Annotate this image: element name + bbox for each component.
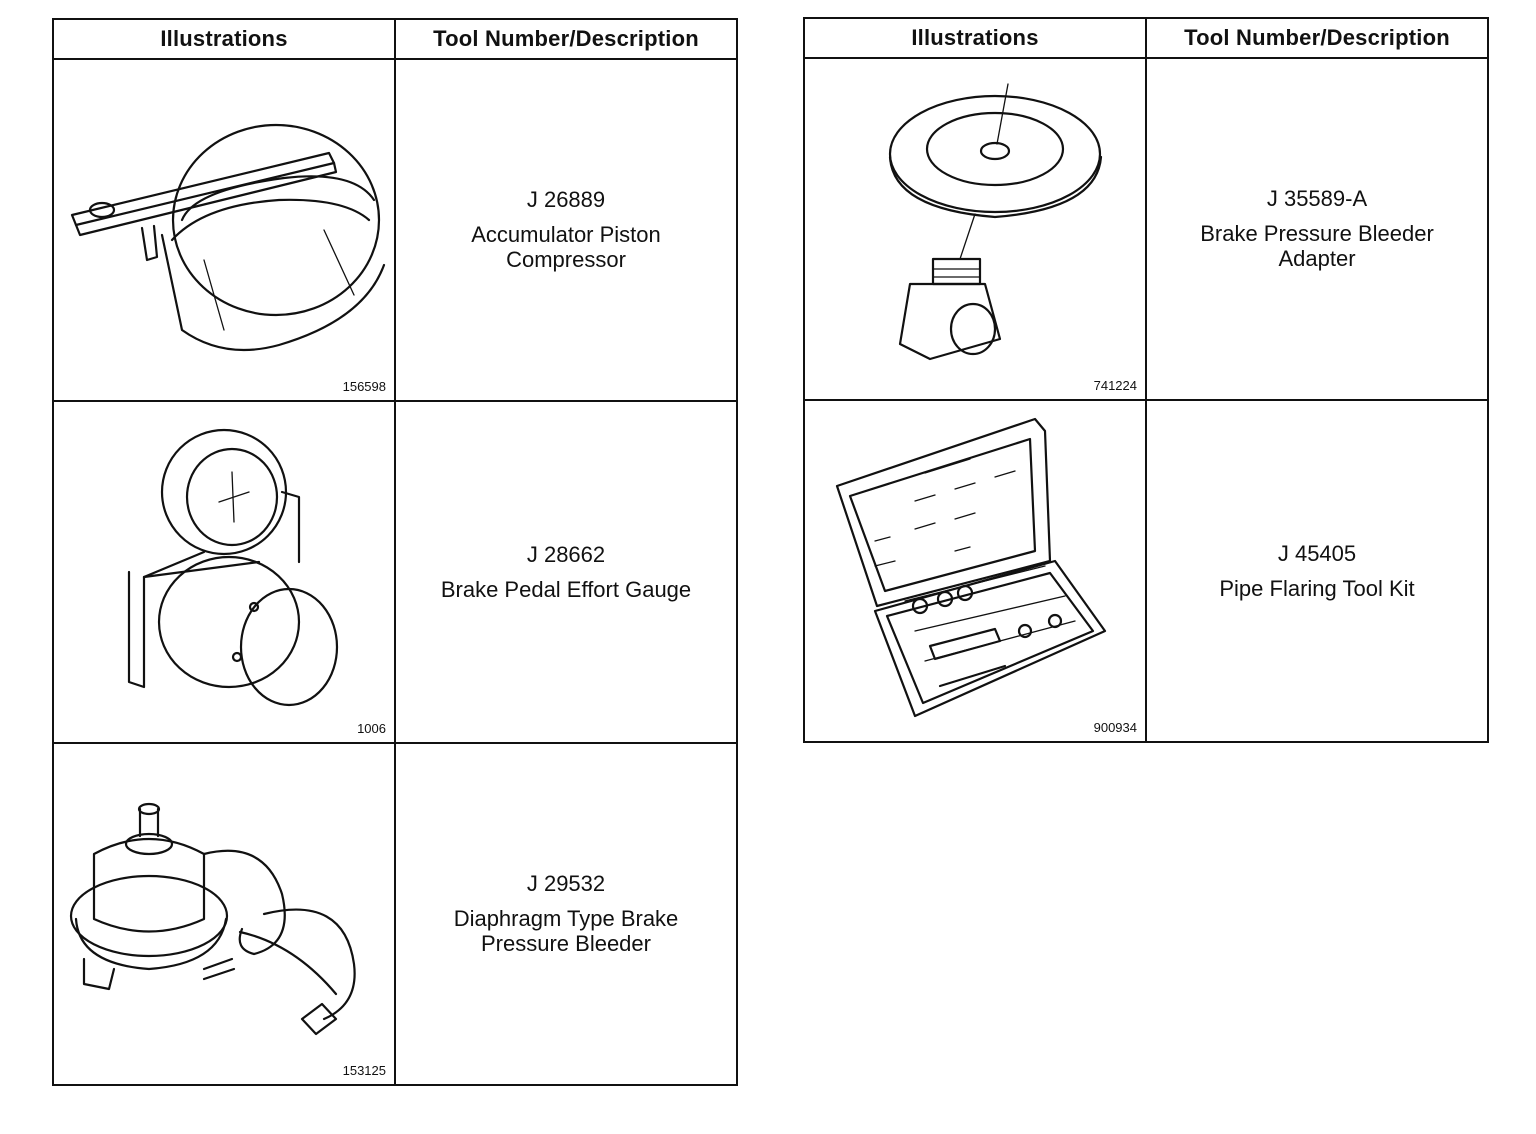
accumulator-piston-compressor-icon bbox=[70, 123, 386, 352]
table-header-row: Illustrations Tool Number/Description bbox=[803, 17, 1489, 59]
brake-pressure-bleeder-adapter-icon bbox=[888, 83, 1103, 361]
description-cell: J 26889 Accumulator Piston Compressor bbox=[394, 58, 738, 402]
illustration-cell: 153125 bbox=[52, 742, 396, 1086]
column-header-illustrations: Illustrations bbox=[803, 17, 1147, 59]
table-row: 153125 J 29532 Diaphragm Type Brake Pres… bbox=[52, 742, 738, 1086]
illustration-cell: 1006 bbox=[52, 400, 396, 744]
column-header-tool: Tool Number/Description bbox=[394, 18, 738, 60]
description-cell: J 29532 Diaphragm Type Brake Pressure Bl… bbox=[394, 742, 738, 1086]
description-cell: J 28662 Brake Pedal Effort Gauge bbox=[394, 400, 738, 744]
figure-number: 156598 bbox=[342, 379, 386, 394]
tool-number: J 28662 bbox=[526, 541, 606, 567]
table-row: 156598 J 26889 Accumulator Piston Compre… bbox=[52, 58, 738, 402]
column-header-illustrations: Illustrations bbox=[52, 18, 396, 60]
tool-number: J 45405 bbox=[1277, 540, 1357, 566]
tool-description: Brake Pressure Bleeder Adapter bbox=[1200, 221, 1434, 271]
figure-number: 1006 bbox=[357, 721, 386, 736]
tool-description: Pipe Flaring Tool Kit bbox=[1219, 575, 1415, 601]
tool-description: Diaphragm Type Brake Pressure Bleeder bbox=[453, 906, 679, 956]
diaphragm-brake-pressure-bleeder-icon bbox=[69, 802, 356, 1036]
description-cell: J 45405 Pipe Flaring Tool Kit bbox=[1145, 399, 1489, 743]
column-header-tool: Tool Number/Description bbox=[1145, 17, 1489, 59]
description-cell: J 35589-A Brake Pressure Bleeder Adapter bbox=[1145, 57, 1489, 401]
illustration-cell: 156598 bbox=[52, 58, 396, 402]
table-row: 1006 J 28662 Brake Pedal Effort Gauge bbox=[52, 400, 738, 744]
tool-description: Brake Pedal Effort Gauge bbox=[440, 576, 692, 602]
tool-table-left: Illustrations Tool Number/Description 15… bbox=[52, 18, 738, 1086]
tool-description: Accumulator Piston Compressor bbox=[471, 222, 661, 272]
pipe-flaring-tool-kit-icon bbox=[835, 417, 1107, 718]
brake-pedal-effort-gauge-icon bbox=[127, 428, 339, 707]
figure-number: 900934 bbox=[1093, 720, 1137, 735]
illustration-cell: 741224 bbox=[803, 57, 1147, 401]
tool-number: J 26889 bbox=[526, 187, 606, 212]
figure-number: 153125 bbox=[342, 1063, 386, 1078]
tool-table-right: Illustrations Tool Number/Description 74… bbox=[803, 17, 1489, 743]
tool-number: J 29532 bbox=[526, 871, 606, 896]
table-header-row: Illustrations Tool Number/Description bbox=[52, 18, 738, 60]
illustration-cell: 900934 bbox=[803, 399, 1147, 743]
tool-number: J 35589-A bbox=[1266, 186, 1368, 211]
table-row: 741224 J 35589-A Brake Pressure Bleeder … bbox=[803, 57, 1489, 401]
table-row: 900934 J 45405 Pipe Flaring Tool Kit bbox=[803, 399, 1489, 743]
figure-number: 741224 bbox=[1093, 378, 1137, 393]
